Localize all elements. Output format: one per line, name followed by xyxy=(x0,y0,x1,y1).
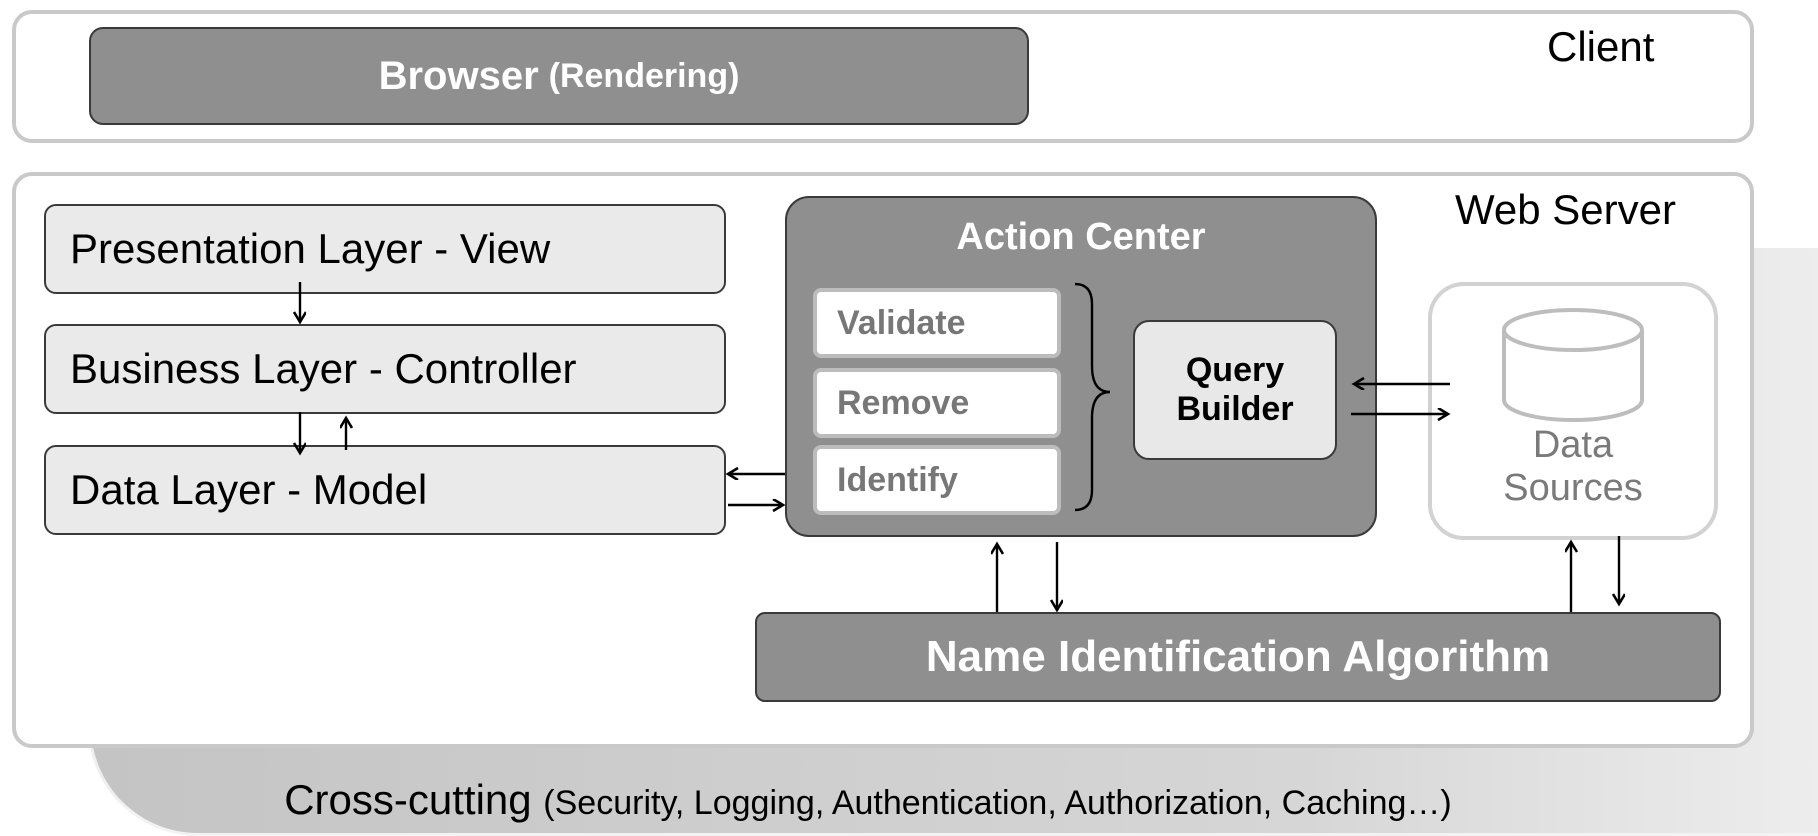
cross-cutting-label: Cross-cutting (Security, Logging, Authen… xyxy=(88,776,1648,824)
client-tier-label: Client xyxy=(1547,23,1655,70)
validate-action-label: Validate xyxy=(837,303,966,342)
query-builder-box: Query Builder xyxy=(1133,320,1337,460)
remove-action-box: Remove xyxy=(813,368,1061,438)
presentation-layer-label: Presentation Layer - View xyxy=(70,225,551,272)
data-sources-line2: Sources xyxy=(1503,466,1643,509)
browser-subtitle: (Rendering) xyxy=(548,56,740,95)
cross-cutting-detail: (Security, Logging, Authentication, Auth… xyxy=(543,784,1452,822)
name-identification-algorithm-box: Name Identification Algorithm xyxy=(755,612,1721,702)
data-layer-label: Data Layer - Model xyxy=(70,466,428,513)
validate-action-box: Validate xyxy=(813,288,1061,358)
data-layer-box: Data Layer - Model xyxy=(44,445,726,535)
presentation-layer-box: Presentation Layer - View xyxy=(44,204,726,294)
database-icon xyxy=(1502,308,1644,422)
cross-cutting-title: Cross-cutting xyxy=(284,776,532,823)
data-sources-line1: Data xyxy=(1532,424,1614,466)
browser-title: Browser xyxy=(378,53,539,98)
browser-box: Browser (Rendering) xyxy=(89,27,1029,125)
action-group-brace xyxy=(1074,282,1111,512)
web-server-tier-label: Web Server xyxy=(1455,186,1676,233)
business-layer-label: Business Layer - Controller xyxy=(70,345,577,392)
identify-action-box: Identify xyxy=(813,445,1061,515)
name-identification-algorithm-label: Name Identification Algorithm xyxy=(925,632,1551,681)
business-layer-box: Business Layer - Controller xyxy=(44,324,726,414)
query-builder-line1: Query xyxy=(1185,350,1285,389)
query-builder-line2: Builder xyxy=(1176,390,1294,428)
remove-action-label: Remove xyxy=(837,383,970,422)
data-sources-label: Data Sources xyxy=(1428,424,1718,509)
action-center-title: Action Center xyxy=(956,216,1206,258)
identify-action-label: Identify xyxy=(837,460,958,499)
